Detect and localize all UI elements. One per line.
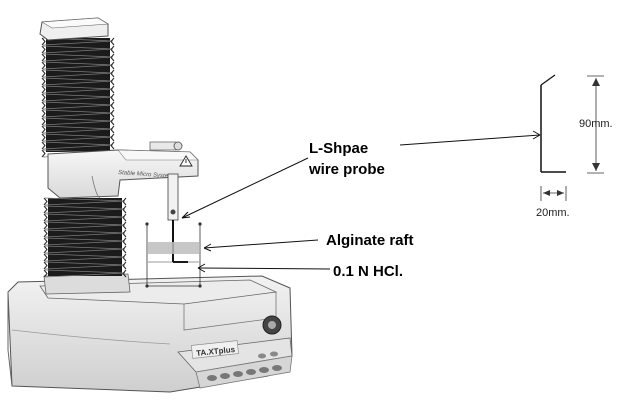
upper-bellows — [41, 37, 115, 158]
probe-sketch-leader-arrow — [532, 130, 541, 140]
leader-lines — [181, 130, 541, 273]
probe-holder — [167, 173, 179, 221]
height-dimension-label: 90mm. — [579, 118, 613, 130]
probe-sketch-hook — [540, 74, 556, 86]
acid-leader-arrow — [197, 263, 206, 273]
acid-label: 0.1 N HCl. — [333, 263, 404, 280]
crosshead-arm: Stable Micro Systems — [47, 141, 199, 199]
beaker — [145, 222, 202, 288]
alginate-raft — [148, 242, 199, 254]
control-button — [246, 369, 256, 375]
probe-label-line2: wire probe — [309, 161, 385, 178]
connector-knob — [262, 315, 282, 335]
control-button — [259, 367, 269, 373]
raft-leader-arrow — [203, 243, 212, 252]
raft-leader — [203, 239, 319, 249]
control-button — [233, 371, 243, 377]
control-button — [220, 373, 230, 379]
control-button — [270, 351, 278, 357]
model-plate: TA.XTplus — [191, 340, 239, 359]
raft-label: Alginate raft — [326, 232, 414, 249]
probe-leader-arrow — [181, 211, 191, 219]
dim-width-arrows — [543, 190, 564, 196]
control-button — [207, 375, 217, 381]
lower-bellows — [43, 197, 127, 278]
brand-text: Stable Micro Systems — [118, 170, 176, 180]
column-top-cap — [39, 17, 109, 41]
width-dimension-label: 20mm. — [536, 207, 570, 219]
control-button — [258, 353, 266, 359]
probe-dimension-sketch — [540, 74, 604, 201]
model-text: TA.XTplus — [196, 345, 236, 358]
probe-label-line1: L-Shpae — [309, 140, 369, 157]
l-shape-wire-probe — [172, 220, 188, 263]
control-panel — [177, 337, 293, 389]
probe-sketch-leader — [399, 134, 541, 146]
acid-leader — [197, 267, 331, 270]
control-button — [272, 365, 282, 371]
probe-leader — [181, 157, 309, 219]
